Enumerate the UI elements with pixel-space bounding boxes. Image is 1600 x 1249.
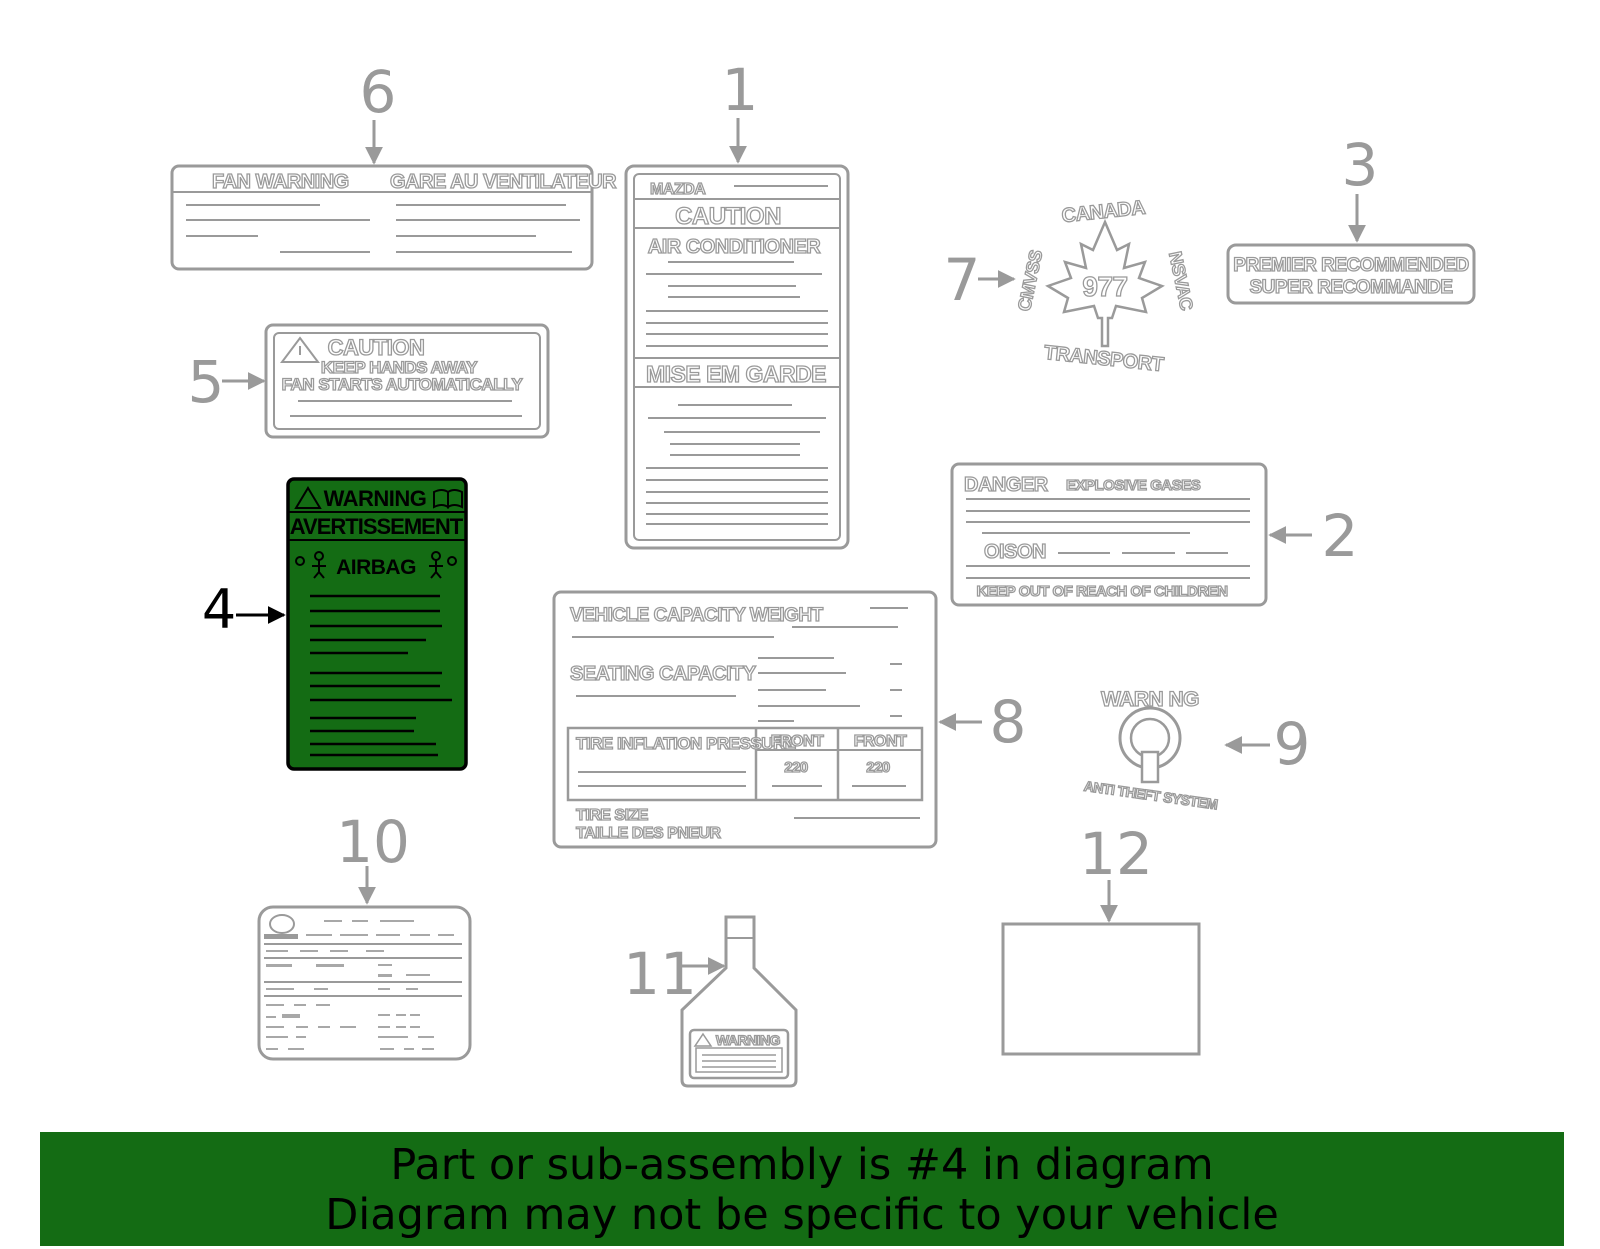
label-5-title: CAUTION: [328, 335, 425, 360]
label-7-left: CMVSS: [1014, 248, 1046, 313]
warning-triangle-icon: [294, 486, 322, 509]
label-2-word: OISON: [984, 541, 1046, 563]
label-8-col1: FRONT: [771, 733, 824, 750]
banner-line-2: Diagram may not be specific to your vehi…: [325, 1190, 1279, 1240]
label-4-airbag-warning[interactable]: WARNING AVERTISSEMENT AIRBAG: [286, 477, 468, 771]
label-8-tire-pressure: TIRE INFLATION PRESSURE: [576, 734, 796, 753]
label-5-line2: FAN STARTS AUTOMATICALLY: [282, 375, 524, 394]
label-8-val2: 220: [866, 759, 890, 776]
callout-1: 1: [722, 56, 759, 124]
label-3-fuel-recommendation[interactable]: PREMIER RECOMMENDED SUPER RECOMMANDE: [1226, 243, 1476, 305]
callout-9: 9: [1274, 710, 1311, 778]
label-8-seating: SEATING CAPACITY: [570, 663, 757, 685]
child-seat-icon: [295, 551, 326, 579]
label-6-right-text: GARE AU VENTILATEUR: [390, 171, 617, 193]
callout-3: 3: [1342, 131, 1379, 199]
label-11-bottle-warning-tag[interactable]: WARNING: [680, 915, 798, 1088]
label-8-val1: 220: [784, 759, 808, 776]
callout-11: 11: [623, 940, 697, 1008]
label-2-title: DANGER: [964, 474, 1049, 496]
label-5-line1: KEEP HANDS AWAY: [321, 358, 478, 377]
child-seat-icon: [429, 551, 457, 579]
callout-2: 2: [1322, 502, 1359, 570]
label-7-canada-transport-emblem[interactable]: 977 CANADA CMVSS NSVAC TRANSPORT: [1013, 196, 1197, 377]
maple-leaf-icon: [1045, 218, 1165, 348]
label-6-left-text: FAN WARNING: [212, 171, 349, 193]
label-8-weight: VEHICLE CAPACITY WEIGHT: [570, 605, 824, 626]
label-8-tire-size: TIRE SIZE: [576, 807, 649, 824]
mazda-logo-icon: [269, 914, 295, 934]
label-2-battery-danger[interactable]: DANGER EXPLOSIVE GASES OISON KEEP OUT OF…: [950, 462, 1268, 607]
info-banner: Part or sub-assembly is #4 in diagram Di…: [40, 1132, 1564, 1246]
label-10-vehicle-info-label[interactable]: [257, 905, 472, 1061]
callout-10: 10: [336, 808, 410, 876]
label-4-title-fr: AVERTISSEMENT: [290, 514, 464, 539]
label-9-anti-theft-emblem[interactable]: WARN NG ANTI THEFT SYSTEM: [1082, 687, 1219, 813]
label-5-fan-caution[interactable]: CAUTION KEEP HANDS AWAY FAN STARTS AUTOM…: [264, 323, 550, 439]
warning-triangle-icon: [693, 1032, 713, 1047]
label-1-heading-fr: MISE EM GARDE: [646, 361, 826, 387]
label-4-title: WARNING: [324, 486, 427, 511]
label-2-footer: KEEP OUT OF REACH OF CHILDREN: [976, 583, 1227, 600]
manual-book-icon: [433, 489, 463, 509]
callout-6: 6: [360, 58, 397, 126]
label-9-top: WARN NG: [1101, 688, 1199, 711]
label-7-top: CANADA: [1061, 197, 1147, 228]
label-1-heading: CAUTION: [675, 203, 781, 230]
label-1-air-conditioner-caution[interactable]: MAZDA CAUTION AIR CONDITIONER MISE EM GA…: [624, 164, 850, 550]
label-2-subtitle: EXPLOSIVE GASES: [1066, 477, 1201, 494]
callout-8: 8: [990, 688, 1027, 756]
banner-line-1: Part or sub-assembly is #4 in diagram: [390, 1140, 1214, 1190]
label-3-line1: PREMIER RECOMMENDED: [1233, 255, 1468, 276]
ignition-key-icon: [1140, 750, 1160, 784]
label-1-brand: MAZDA: [650, 181, 706, 198]
label-7-number: 977: [1082, 271, 1127, 302]
label-8-tire-placard[interactable]: VEHICLE CAPACITY WEIGHT SEATING CAPACITY…: [552, 590, 938, 849]
callout-5: 5: [188, 348, 225, 416]
label-7-right: NSVAC: [1165, 250, 1197, 313]
callout-7: 7: [944, 246, 981, 314]
label-6-fan-warning[interactable]: FAN WARNING GARE AU VENTILATEUR: [170, 164, 618, 271]
label-3-line2: SUPER RECOMMANDE: [1249, 277, 1452, 298]
label-11-warning: WARNING: [716, 1032, 781, 1048]
label-12-blank-label[interactable]: [1001, 922, 1201, 1056]
label-4-subject: AIRBAG: [336, 556, 416, 579]
callout-4: 4: [202, 578, 236, 641]
label-8-col2: FRONT: [854, 733, 907, 750]
callout-12: 12: [1079, 820, 1153, 888]
label-1-subheading: AIR CONDITIONER: [648, 236, 822, 258]
label-8-tire-size-fr: TAILLE DES PNEUR: [576, 825, 722, 842]
